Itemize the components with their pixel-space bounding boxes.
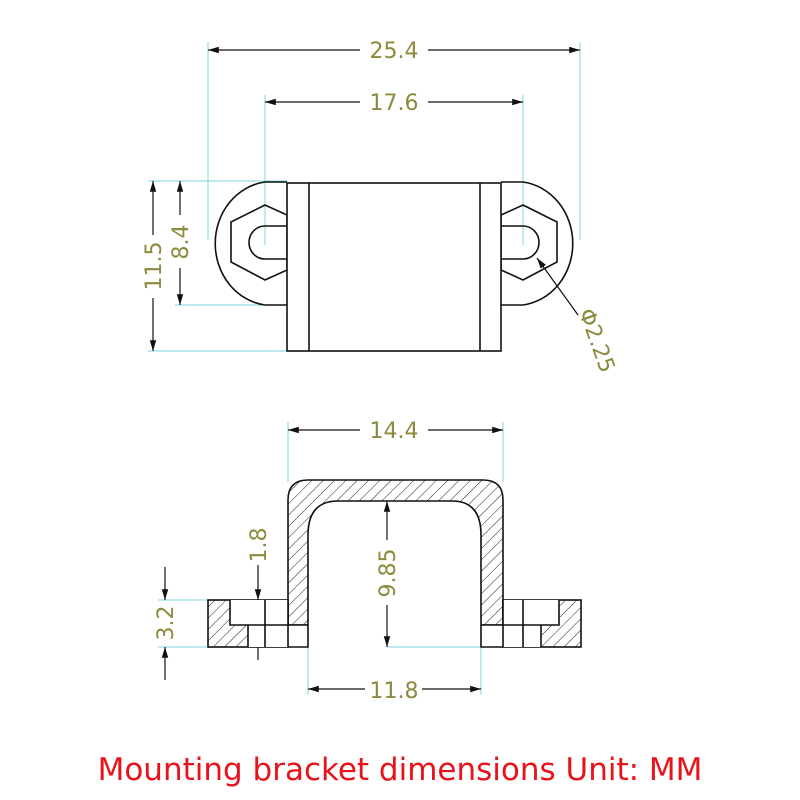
right-hex-nut xyxy=(500,204,558,281)
right-slot xyxy=(501,225,540,260)
dim-flange-thickness: 3.2 xyxy=(154,606,179,641)
left-hex-nut xyxy=(230,204,288,281)
dimension-lines xyxy=(149,46,580,351)
extension-lines xyxy=(148,42,581,352)
top-view: 25.4 17.6 11.5 8.4 Φ2.25 xyxy=(142,39,619,376)
caption: Mounting bracket dimensions Unit: MM xyxy=(97,752,703,788)
dim-inner-width: 11.8 xyxy=(370,679,419,704)
right-ear xyxy=(501,181,574,306)
right-hole xyxy=(481,625,541,647)
dim-overall-width: 25.4 xyxy=(370,39,419,64)
dimension-lines xyxy=(161,426,503,693)
right-flange-lines xyxy=(480,600,560,648)
section-view: 14.4 9.85 1.8 3.2 11.8 xyxy=(154,419,582,704)
extension-lines xyxy=(158,422,504,695)
dim-ear-depth: 8.4 xyxy=(169,225,194,260)
left-counterbore xyxy=(230,600,288,625)
left-ear xyxy=(214,181,287,306)
bracket-body xyxy=(286,182,502,352)
right-counterbore xyxy=(503,600,559,625)
dim-overall-depth: 11.5 xyxy=(142,242,167,291)
left-flange-lines xyxy=(229,600,309,648)
dim-outer-width: 14.4 xyxy=(370,419,419,444)
left-slot xyxy=(248,225,287,260)
dim-counterbore-depth: 1.8 xyxy=(247,528,272,563)
dim-inner-height: 9.85 xyxy=(376,549,401,598)
left-hole xyxy=(248,625,308,647)
dim-hole-spacing: 17.6 xyxy=(370,91,419,116)
dim-hole-diameter: Φ2.25 xyxy=(573,305,619,376)
